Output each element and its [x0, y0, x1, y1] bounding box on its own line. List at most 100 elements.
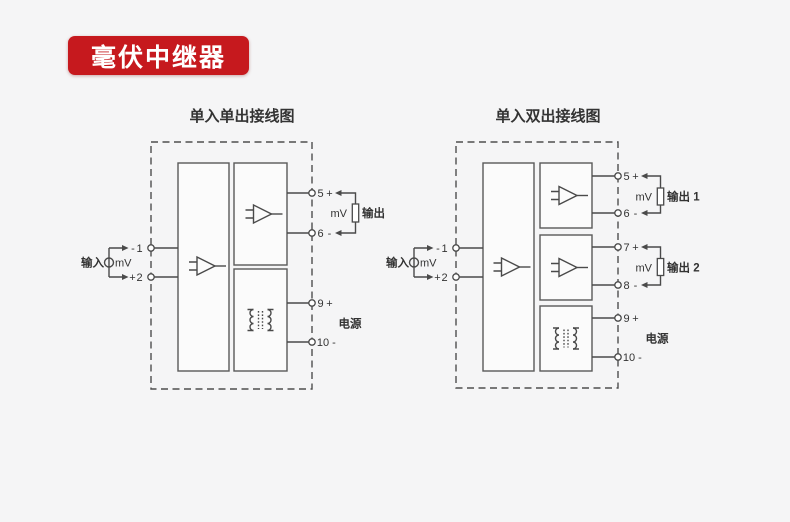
input-source-icon: [408, 257, 420, 268]
signal-arrow-icon: [427, 245, 434, 251]
output-label: 输出 2: [667, 261, 700, 275]
terminal-number: 6: [317, 228, 323, 240]
wire: [592, 317, 618, 358]
output1-section: 5 + 6 - mV 输出 1: [592, 171, 700, 220]
wire: [413, 247, 428, 278]
polarity-sign: +: [326, 188, 332, 200]
input-section: 输入 mV - 1 + 2: [386, 243, 483, 284]
terminal-dot: [614, 243, 622, 251]
unit-label: mV: [636, 263, 653, 275]
polarity-sign: -: [634, 280, 638, 292]
terminal-number: 10: [317, 337, 329, 349]
wire: [647, 246, 662, 286]
unit-label: mV: [420, 258, 437, 270]
terminal-number: 8: [623, 280, 629, 292]
load-resistor-icon: [656, 187, 665, 206]
input-label: 输入: [386, 256, 409, 270]
terminal-dot: [614, 209, 622, 217]
boundary-dashed-box: [455, 141, 619, 389]
input-label: 输入: [81, 256, 104, 270]
wire: [287, 302, 312, 343]
wire: [108, 247, 123, 278]
terminal-number: 7: [623, 242, 629, 254]
boundary-dashed-box: [150, 141, 313, 390]
polarity-sign: +: [632, 313, 638, 325]
diagram-title: 单入单出接线图: [189, 107, 294, 125]
terminal-dot: [614, 172, 622, 180]
terminal-number: 5: [623, 171, 629, 183]
terminal-dot: [452, 244, 460, 252]
polarity-sign: -: [131, 243, 135, 255]
output2-section: 7 + 8 - mV 输出 2: [592, 242, 700, 292]
polarity-sign: -: [638, 352, 642, 364]
power-transformer-module-box: [233, 268, 288, 372]
power-section: 9 + 10 - 电源: [592, 313, 669, 364]
signal-arrow-icon: [641, 282, 648, 288]
wire: [341, 192, 357, 234]
wire: [287, 192, 312, 234]
polarity-sign: -: [436, 243, 440, 255]
terminal-dot: [308, 338, 316, 346]
unit-label: mV: [636, 192, 653, 204]
terminal-number: 6: [623, 208, 629, 220]
polarity-sign: +: [434, 272, 440, 284]
load-resistor-icon: [351, 203, 360, 223]
input-source-icon: [103, 257, 115, 268]
unit-label: mV: [331, 208, 348, 220]
power-section: 9 + 10 - 电源: [287, 298, 362, 349]
signal-arrow-icon: [641, 244, 648, 250]
signal-arrow-icon: [641, 210, 648, 216]
signal-arrow-icon: [427, 274, 434, 280]
terminal-number: 9: [623, 313, 629, 325]
terminal-number: 2: [441, 272, 447, 284]
terminal-dot: [614, 281, 622, 289]
wire: [456, 247, 483, 278]
polarity-sign: +: [129, 272, 135, 284]
signal-arrow-icon: [122, 245, 129, 251]
polarity-sign: +: [632, 242, 638, 254]
diagram-title: 单入双出接线图: [495, 107, 600, 125]
unit-label: mV: [115, 258, 132, 270]
diagram-dual-output: 单入双出接线图 输入 mV - 1: [386, 107, 700, 389]
polarity-sign: +: [632, 171, 638, 183]
load-resistor-icon: [656, 257, 665, 277]
output2-amplifier-module-box: [539, 234, 593, 301]
wire: [592, 246, 618, 286]
signal-arrow-icon: [122, 274, 129, 280]
output-section: 5 + 6 - mV 输出: [287, 188, 385, 240]
terminal-dot: [614, 314, 622, 322]
terminal-dot: [308, 189, 316, 197]
wire: [592, 175, 618, 214]
polarity-sign: -: [332, 337, 336, 349]
terminal-dot: [308, 229, 316, 237]
output-label: 输出: [362, 206, 385, 220]
input-amplifier-module-box: [177, 162, 230, 372]
input-section: 输入 mV - 1 + 2: [81, 243, 178, 284]
polarity-sign: -: [634, 208, 638, 220]
diagram-single-output: 单入单出接线图 输入 mV - 1 + 2: [81, 107, 385, 390]
signal-arrow-icon: [335, 230, 342, 236]
product-badge: 毫伏中继器: [68, 36, 249, 75]
output-label: 输出 1: [667, 190, 700, 204]
terminal-number: 1: [441, 243, 447, 255]
terminal-number: 10: [623, 352, 635, 364]
polarity-sign: +: [326, 298, 332, 310]
polarity-sign: -: [328, 228, 332, 240]
power-label: 电源: [646, 332, 669, 346]
wire: [151, 247, 178, 278]
wire: [647, 175, 662, 214]
terminal-dot: [308, 299, 316, 307]
signal-arrow-icon: [641, 173, 648, 179]
product-badge-label: 毫伏中继器: [90, 43, 226, 72]
terminal-dot: [452, 273, 460, 281]
power-label: 电源: [339, 317, 362, 331]
terminal-dot: [147, 273, 155, 281]
signal-arrow-icon: [335, 190, 342, 196]
terminal-number: 9: [317, 298, 323, 310]
terminal-number: 2: [136, 272, 142, 284]
terminal-dot: [614, 353, 622, 361]
terminal-dot: [147, 244, 155, 252]
power-transformer-module-box: [539, 305, 593, 372]
